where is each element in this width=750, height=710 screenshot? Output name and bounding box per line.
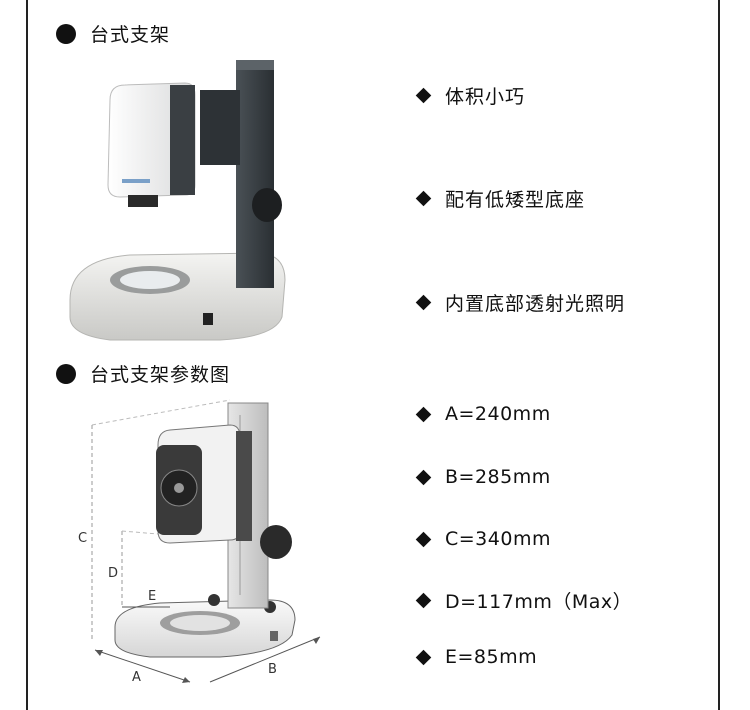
spec-text: B=285mm: [445, 466, 551, 488]
stand-product-image: [69, 60, 286, 341]
diamond-bullet-icon: [415, 406, 432, 422]
section-title-text: 台式支架参数图: [90, 364, 231, 386]
section-title-stand: 台式支架: [56, 20, 170, 47]
dimension-label-b: B: [268, 662, 277, 677]
dimension-diagram: C D E A B: [78, 399, 321, 685]
bullet-dot-icon: [56, 23, 76, 44]
spec-item: B=285mm: [415, 466, 551, 488]
spec-item: A=240mm: [415, 403, 551, 425]
diamond-bullet-icon: [415, 190, 432, 207]
diamond-bullet-icon: [415, 87, 432, 104]
spec-text: A=240mm: [445, 403, 551, 425]
feature-text: 内置底部透射光照明: [445, 293, 626, 315]
dimension-label-d: D: [108, 566, 118, 581]
spec-item: C=340mm: [415, 528, 551, 550]
feature-item: 配有低矮型底座: [415, 185, 586, 212]
diamond-bullet-icon: [415, 649, 432, 665]
dimension-label-c: C: [78, 531, 87, 546]
spec-text: E=85mm: [445, 646, 538, 668]
diamond-bullet-icon: [415, 469, 432, 485]
spec-item: E=85mm: [415, 646, 538, 668]
spec-item: D=117mm（Max）: [415, 587, 633, 614]
dimension-label-a: A: [132, 670, 141, 685]
diamond-bullet-icon: [415, 592, 432, 609]
content-frame: [26, 0, 720, 710]
spec-text: C=340mm: [445, 528, 551, 550]
diamond-bullet-icon: [415, 531, 432, 547]
feature-item: 内置底部透射光照明: [415, 289, 626, 316]
spec-text: D=117mm（Max）: [445, 591, 633, 613]
diamond-bullet-icon: [415, 294, 432, 311]
feature-text: 配有低矮型底座: [445, 189, 586, 211]
feature-text: 体积小巧: [445, 86, 526, 108]
feature-item: 体积小巧: [415, 82, 526, 109]
bullet-dot-icon: [56, 363, 76, 384]
section-title-text: 台式支架: [90, 24, 171, 46]
section-title-dimensions: 台式支架参数图: [56, 360, 230, 387]
dimension-label-e: E: [148, 589, 156, 604]
